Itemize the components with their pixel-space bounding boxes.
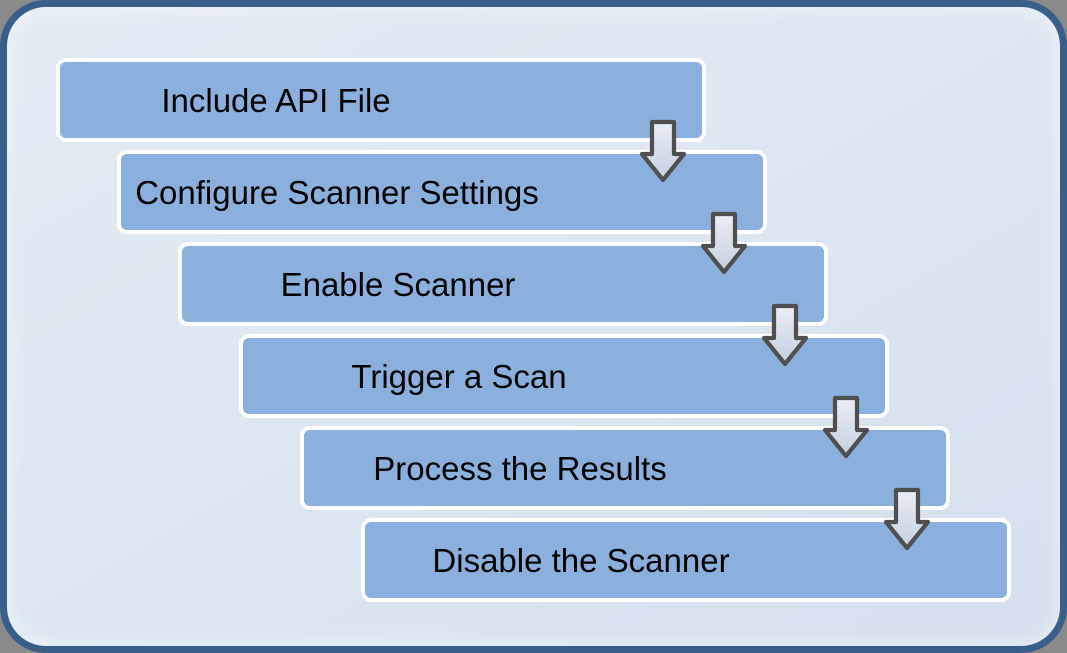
step-box-include-api-file: Include API File (56, 58, 706, 142)
step-box-configure-scanner-settings: Configure Scanner Settings (117, 150, 767, 234)
step-label: Trigger a Scan (351, 357, 567, 395)
step-label: Disable the Scanner (432, 541, 730, 579)
step-box-process-the-results: Process the Results (300, 426, 950, 510)
step-label: Include API File (161, 81, 391, 119)
step-box-enable-scanner: Enable Scanner (178, 242, 828, 326)
step-label: Process the Results (373, 449, 667, 487)
step-label: Configure Scanner Settings (135, 173, 539, 211)
step-box-disable-the-scanner: Disable the Scanner (361, 518, 1011, 602)
step-box-trigger-a-scan: Trigger a Scan (239, 334, 889, 418)
step-label: Enable Scanner (280, 265, 516, 303)
